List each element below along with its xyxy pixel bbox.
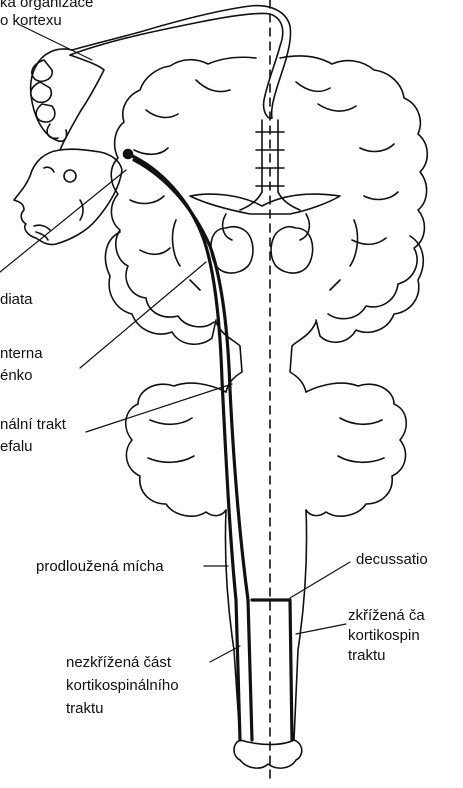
right-hemisphere [280,56,427,319]
label-crossed-line2: kortikospin [348,627,420,645]
label-uncrossed-line2: kortikospinálního [66,677,179,695]
label-medulla: prodloužená mícha [36,558,164,576]
label-uncrossed-line1: nezkřížená část [66,654,171,672]
leader-radiata [0,170,126,272]
label-tract-line1: nální trakt [0,416,66,434]
label-top-line2: o kortexu [0,12,62,30]
homunculus-hand [31,49,73,141]
label-uncrossed-line3: traktu [66,700,104,718]
leader-decussation [290,562,350,598]
temporal-lobes [105,232,423,344]
leader-tract [86,384,232,432]
label-tract-line2: efalu [0,438,33,456]
label-decussation: decussatio [356,551,428,569]
corticospinal-tract [128,154,292,740]
label-top-line1: ka organizace [0,0,93,12]
homunculus-face [14,149,122,244]
ventricles [190,194,340,240]
spinal-cord-cross-section [234,740,302,768]
left-hemisphere [111,57,256,327]
leader-crossed [296,624,346,634]
homunculus-arm [60,6,291,150]
leader-capsula [80,262,206,368]
cortex-origin-point [124,150,133,159]
label-capsula-line2: énko [0,367,33,385]
label-capsula-line1: nterna [0,345,43,363]
label-crossed-line3: traktu [348,647,386,665]
label-crossed-line1: zkřížená ča [348,607,425,625]
leader-uncrossed [210,646,240,662]
label-radiata: diata [0,291,33,309]
cerebellum [126,383,407,516]
